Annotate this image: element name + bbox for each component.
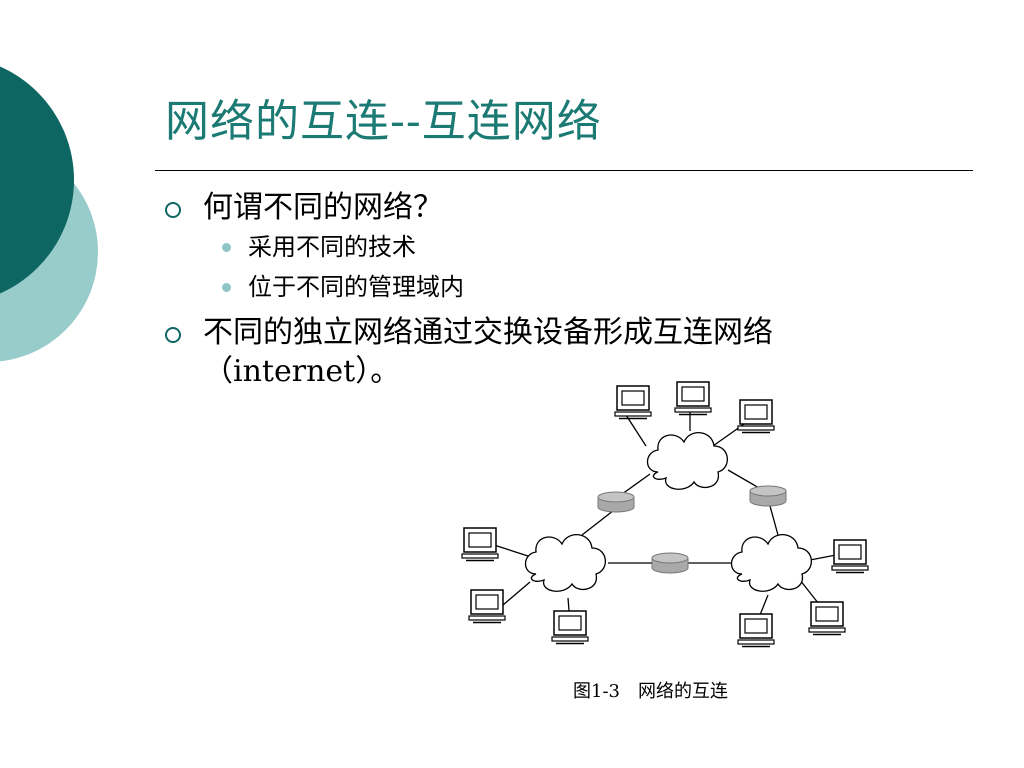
sub-bullet-1: 采用不同的技术 (222, 233, 416, 262)
router-icon (749, 485, 787, 507)
dot-bullet-icon (222, 283, 231, 292)
hollow-circle-bullet-icon (165, 202, 181, 218)
bullet-1-text: 何谓不同的网络？ (203, 190, 443, 225)
computer-icon (674, 381, 712, 416)
sub-bullet-1-text: 采用不同的技术 (248, 233, 416, 261)
sub-bullet-2-text: 位于不同的管理域内 (248, 273, 464, 301)
computer-icon (551, 610, 589, 645)
computer-icon (737, 399, 775, 434)
router-icon (651, 552, 689, 574)
bullet-1: 何谓不同的网络？ (165, 190, 443, 226)
figure-caption: 图1-3 网络的互连 (573, 681, 728, 702)
computer-icon (614, 385, 652, 420)
bullet-2-text-line2: （internet）。 (203, 354, 401, 389)
sub-bullet-2: 位于不同的管理域内 (222, 273, 464, 302)
computer-icon (461, 527, 499, 562)
router-icon (597, 491, 635, 513)
bullet-2-text-line1: 不同的独立网络通过交换设备形成互连网络 (203, 315, 773, 350)
slide-title: 网络的互连--互连网络 (165, 96, 602, 147)
dot-bullet-icon (222, 243, 231, 252)
computer-icon (831, 539, 869, 574)
network-diagram (461, 381, 869, 648)
bullet-2: 不同的独立网络通过交换设备形成互连网络 (165, 315, 773, 351)
network-cloud-top (646, 431, 729, 490)
network-cloud-left (524, 533, 607, 592)
computer-icon (808, 601, 846, 636)
bullet-2-cont: （internet）。 (203, 354, 400, 390)
computer-icon (737, 613, 775, 648)
title-underline (155, 170, 973, 171)
computer-icon (468, 589, 506, 624)
dark-teal-circle (0, 66, 74, 294)
decorative-circles (0, 66, 98, 362)
network-cloud-right (730, 533, 813, 592)
hollow-circle-bullet-icon (165, 327, 181, 343)
